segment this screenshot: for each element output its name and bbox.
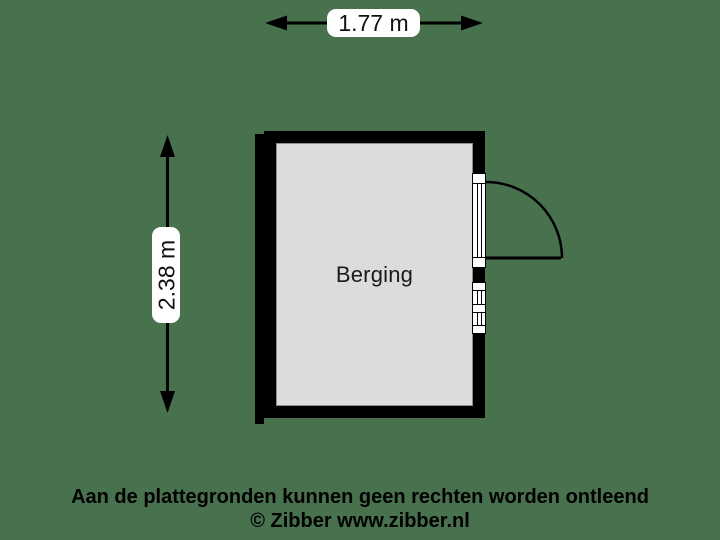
window-frame-top (472, 282, 486, 291)
window-frame-middle (472, 304, 486, 313)
door-swing-arc (485, 180, 564, 259)
room-floor: Berging (276, 143, 473, 406)
footer-copyright: © Zibber www.zibber.nl (250, 510, 470, 532)
width-dimension-pill (327, 9, 420, 37)
width-arrow-head-right-icon (461, 15, 483, 31)
room-label: Berging (335, 261, 414, 287)
window-frame-bottom (472, 325, 486, 334)
footer-disclaimer: Aan de plattegronden kunnen geen rechten… (71, 486, 649, 508)
door-frame-bottom (472, 257, 486, 268)
window-glazing-bottom (477, 312, 482, 326)
width-arrow-head-left-icon (265, 15, 287, 31)
plan-left-shadow (255, 134, 264, 424)
height-arrow-head-bottom-icon (160, 391, 175, 413)
width-dimension: 1.77 m (265, 9, 483, 37)
height-arrow-head-top-icon (160, 135, 175, 157)
height-dimension-pill (152, 227, 180, 323)
door-frame-top (472, 173, 486, 184)
height-dimension-label: 2.38 m (154, 240, 180, 310)
height-dimension: 2.38 m (152, 135, 180, 413)
door-panel-line (477, 183, 482, 258)
window-glazing-top (477, 290, 482, 305)
width-dimension-label: 1.77 m (338, 10, 408, 36)
